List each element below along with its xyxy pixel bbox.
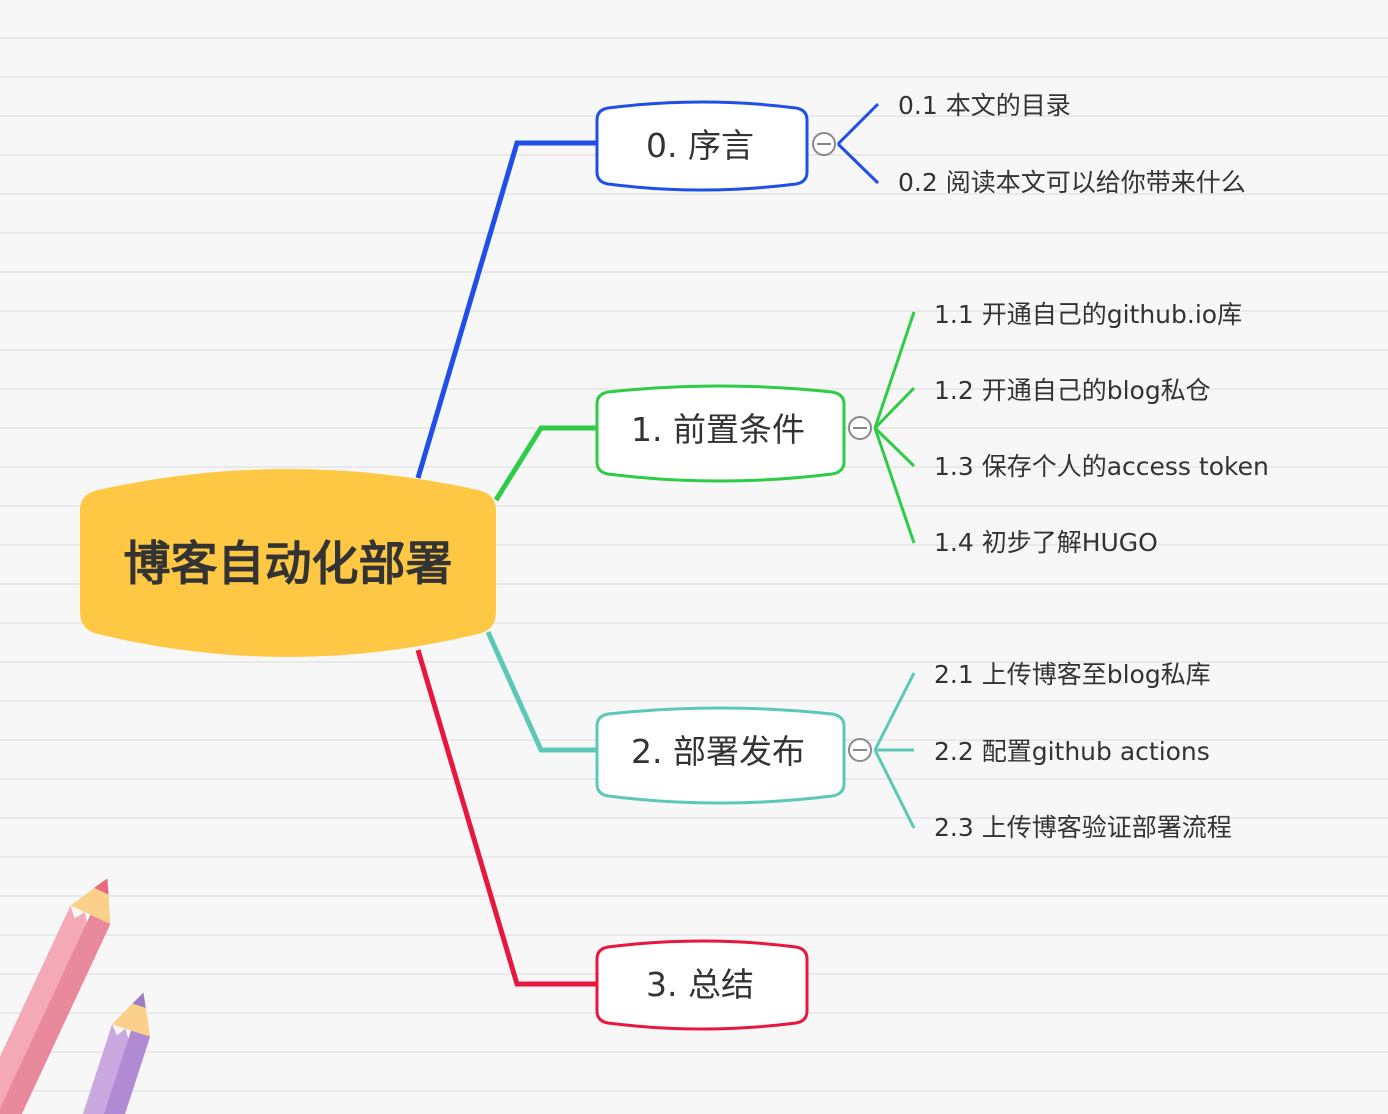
pencil-icon-purple: [78, 992, 151, 1114]
leaf-2-0[interactable]: 2.1 上传博客至blog私库: [934, 660, 1211, 689]
branch-label-2: 2. 部署发布: [631, 732, 805, 771]
subconnectors-branch-1: [873, 311, 916, 544]
root-node[interactable]: 博客自动化部署: [80, 469, 496, 657]
subconnectors-branch-0: [836, 102, 880, 185]
leaf-0-1[interactable]: 0.2 阅读本文可以给你带来什么: [898, 168, 1246, 197]
leaf-2-2[interactable]: 2.3 上传博客验证部署流程: [934, 813, 1232, 842]
connector-branch-0: [415, 140, 596, 479]
collapse-toggle-1[interactable]: [848, 416, 872, 440]
branch-label-3: 3. 总结: [646, 965, 754, 1004]
leaf-1-2[interactable]: 1.3 保存个人的access token: [934, 452, 1269, 481]
leaf-1-1[interactable]: 1.2 开通自己的blog私仓: [934, 376, 1211, 405]
leaf-1-3[interactable]: 1.4 初步了解HUGO: [934, 528, 1158, 557]
root-label: 博客自动化部署: [124, 537, 453, 592]
leaf-2-1[interactable]: 2.2 配置github actions: [934, 737, 1210, 766]
branch-label-1: 1. 前置条件: [631, 410, 805, 449]
collapse-toggle-2[interactable]: [848, 738, 872, 762]
connector-branch-3: [415, 649, 596, 987]
pencil-icon-pink: [0, 878, 111, 1114]
branch-label-0: 0. 序言: [646, 126, 754, 165]
leaf-0-0[interactable]: 0.1 本文的目录: [898, 91, 1071, 120]
collapse-toggle-0[interactable]: [812, 132, 836, 156]
leaf-1-0[interactable]: 1.1 开通自己的github.io库: [934, 300, 1242, 329]
branch-node-3[interactable]: 3. 总结: [595, 939, 809, 1031]
branch-node-2[interactable]: 2. 部署发布: [595, 706, 846, 805]
branch-node-0[interactable]: 0. 序言: [595, 100, 809, 192]
branch-node-1[interactable]: 1. 前置条件: [595, 384, 846, 483]
connector-branch-2: [485, 630, 596, 753]
subconnectors-branch-2: [873, 672, 916, 829]
connector-branch-1: [493, 425, 596, 502]
